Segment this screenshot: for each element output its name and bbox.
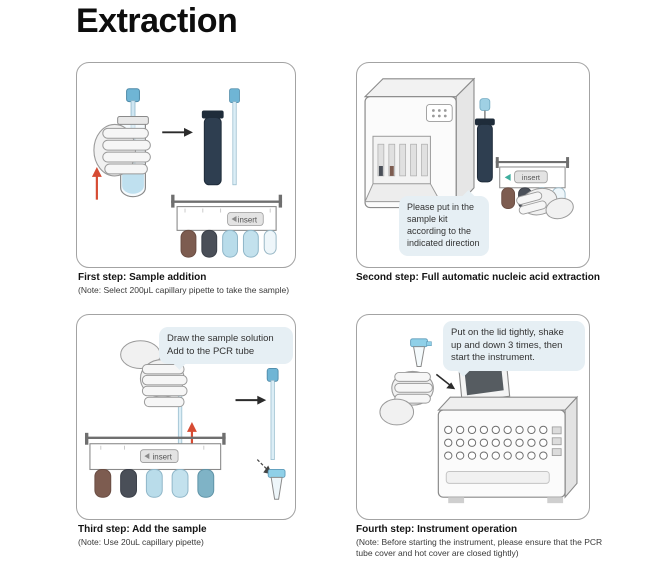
capillary-pipette: [266, 368, 279, 460]
right-arrow-icon: [162, 127, 193, 137]
step4-speech-bubble: Put on the lid tightly, shake up and dow…: [443, 321, 585, 377]
step4-caption-note: (Note: Before starting the instrument, p…: [356, 537, 603, 558]
step3-panel: insert: [76, 314, 296, 520]
step2-caption-title: Second step: Full automatic nucleic acid…: [356, 272, 600, 283]
step1-panel: insert: [76, 62, 296, 268]
arm: [379, 398, 415, 426]
instrument-foot: [547, 497, 564, 504]
step4-panel: Put on the lid tightly, shake up and dow…: [356, 314, 590, 520]
pcr-instrument: [437, 354, 579, 504]
step2-illustration: insert: [363, 77, 574, 220]
lid-inner: [464, 362, 504, 396]
step3-bubble-text: Draw the sample solution Add to the PCR …: [167, 333, 274, 357]
sample-storage-tube: [201, 110, 224, 186]
step2-speech-bubble: Please put in the sample kit according t…: [399, 190, 489, 256]
dropper-bulb: [479, 98, 491, 111]
kit-tube-blue: [222, 229, 238, 258]
tube-cap-ring: [117, 115, 149, 125]
step2-panel: insert Please put in the sample kit acco…: [356, 62, 590, 268]
kit-tube-teal: [197, 468, 215, 498]
kit-tube-brown: [501, 187, 516, 210]
instrument-button: [551, 437, 562, 446]
kit-tube-brown: [180, 229, 197, 258]
step2-bubble-text: Please put in the sample kit according t…: [407, 202, 480, 248]
pcr-tube-cap: [267, 469, 286, 478]
kit-tube-dark: [201, 229, 218, 258]
step4-bubble-text: Put on the lid tightly, shake up and dow…: [451, 327, 564, 364]
insert-label: insert: [238, 215, 258, 224]
kit-tube-white: [263, 229, 277, 255]
step3-caption: Third step: Add the sample (Note: Use 20…: [78, 524, 348, 548]
instrument-foot: [448, 497, 465, 504]
insert-arrow-icon: [144, 453, 150, 460]
kit-tube-blue: [145, 468, 163, 498]
hand-holding-sample-tube: [93, 88, 151, 198]
extraction-instrument: [363, 77, 476, 210]
instrument-button: [551, 448, 562, 457]
hand-holding-pcr-tube: [379, 338, 434, 426]
step1-illustration: insert: [91, 88, 283, 258]
kit-tube-dark: [120, 468, 137, 498]
kit-tube-brown: [94, 468, 112, 498]
instrument-button: [551, 426, 562, 435]
step1-caption-note: (Note: Select 200μL capillary pipette to…: [78, 285, 290, 295]
insert-label: insert: [153, 453, 173, 462]
red-up-arrow-icon: [91, 166, 102, 200]
sample-kit: insert: [171, 194, 283, 258]
indicator-panel: [426, 104, 453, 122]
hand-holding-pipette: [120, 340, 188, 484]
vent-band: [445, 470, 550, 484]
step3-speech-bubble: Draw the sample solution Add to the PCR …: [159, 327, 293, 370]
step1-caption-title: First step: Sample addition: [78, 272, 207, 283]
hand: [516, 187, 574, 220]
step1-caption: First step: Sample addition (Note: Selec…: [78, 272, 348, 296]
capillary-pipette: [229, 88, 240, 186]
insert-label-box: [140, 449, 179, 463]
insert-label: insert: [522, 173, 540, 182]
sample-storage-tube: [474, 98, 495, 183]
teal-direction-arrow-icon: [504, 173, 511, 181]
step3-caption-note: (Note: Use 20uL capillary pipette): [78, 537, 204, 547]
place-tube-arrow-icon: [435, 373, 456, 390]
step3-illustration: insert: [84, 340, 286, 500]
step3-caption-title: Third step: Add the sample: [78, 524, 207, 535]
kit-tube-blue: [242, 229, 259, 258]
kit-tube-blue: [171, 468, 189, 498]
page-title: Extraction: [76, 2, 238, 40]
right-arrow-icon: [235, 395, 267, 405]
insert-label-box: [514, 170, 548, 184]
pipette-cap: [126, 88, 140, 103]
step2-caption: Second step: Full automatic nucleic acid…: [356, 272, 646, 285]
pcr-tube: [267, 469, 286, 500]
sample-kit: insert: [84, 432, 226, 498]
well-grid: [444, 425, 548, 460]
pcr-tube-body: [412, 346, 426, 367]
insert-label-box: [227, 212, 264, 226]
pcr-tube-cap: [410, 338, 428, 348]
insert-arrow-icon: [231, 216, 237, 222]
step4-caption-title: Fourth step: Instrument operation: [356, 524, 518, 535]
step4-caption: Fourth step: Instrument operation (Note:…: [356, 524, 608, 558]
